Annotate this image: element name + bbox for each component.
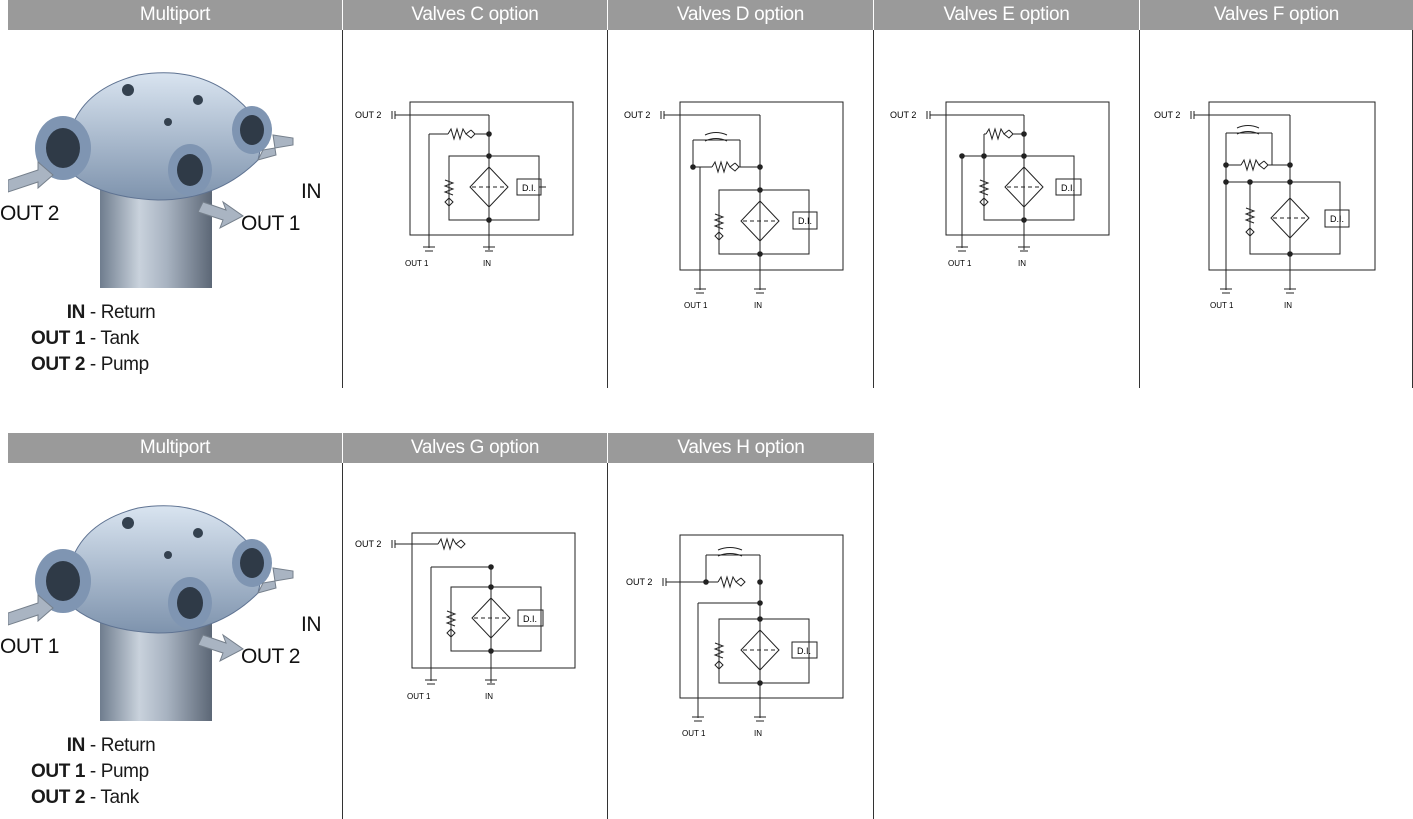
port-label-in: IN [301,613,322,636]
legend-text: - Return [89,302,156,323]
legend-row: OUT 2 - Pump [8,352,155,378]
port-legend: IN - Return OUT 1 - Tank OUT 2 - Pump [8,300,156,378]
legend-row: IN - Return [8,733,156,759]
legend-text: - Tank [89,328,139,349]
label-out2: OUT 2 [1154,110,1180,120]
legend-row: OUT 1 - Pump [8,759,155,785]
header-valves-c: Valves C option [343,0,608,30]
label-in: IN [1284,301,1292,310]
header-valves-d: Valves D option [608,0,874,30]
label-out2: OUT 2 [890,110,916,120]
label-out1: OUT 1 [682,729,706,738]
multiport-filter-image [8,72,294,288]
legend-row: IN - Return [8,300,156,326]
bottom-section: Multiport Valves G option Valves H optio… [0,433,874,819]
label-di: D.I. [522,183,536,193]
label-in: IN [754,301,762,310]
header-valves-e: Valves E option [874,0,1140,30]
label-out2: OUT 2 [624,110,650,120]
multiport-column: IN OUT 2 OUT 1 IN - Return OUT 1 - Tank … [0,30,343,388]
valves-h-column: OUT 2 D.I. OUT 1 IN [608,463,874,819]
valves-f-column: OUT 2 D.I. OUT 1 IN [1140,30,1413,388]
label-in: IN [1018,259,1026,268]
valves-d-column: OUT 2 D.I. OUT 1 IN [608,30,874,388]
label-di: D.I. [797,646,811,656]
header-valves-f: Valves F option [1140,0,1413,30]
legend-row: OUT 1 - Tank [8,326,155,352]
label-in: IN [754,729,762,738]
valves-g-schematic: OUT 2 D.I. OUT 1 IN [355,532,576,701]
legend-text: - Tank [89,787,139,808]
legend-code: OUT 2 [31,787,85,808]
legend-code: OUT 2 [31,354,85,375]
valves-e-column: OUT 2 D.I. OUT 1 IN [874,30,1140,388]
legend-code: OUT 1 [31,328,85,349]
legend-code: IN [66,735,86,756]
label-out1: OUT 1 [948,259,972,268]
valves-c-column: OUT 2 D.I. OUT 1 IN [343,30,608,388]
legend-text: - Pump [89,761,149,782]
valves-f-schematic: OUT 2 D.I. OUT 1 IN [1154,101,1376,310]
valves-d-schematic: OUT 2 D.I. OUT 1 IN [624,101,844,310]
legend-text: - Pump [89,354,149,375]
top-section: Multiport Valves C option Valves D optio… [0,0,1413,388]
header-multiport: Multiport [8,433,343,463]
port-label-in: IN [301,180,322,203]
label-out2: OUT 2 [626,577,652,587]
legend-row: OUT 2 - Tank [8,785,155,811]
port-label-right: OUT 1 [241,212,300,235]
header-multiport: Multiport [8,0,343,30]
label-di: D.I. [798,216,812,226]
port-label-right: OUT 2 [241,645,300,668]
port-label-left: OUT 1 [0,635,59,658]
label-out2: OUT 2 [355,539,381,549]
legend-code: OUT 1 [31,761,85,782]
legend-text: - Return [89,735,156,756]
label-out2: OUT 2 [355,110,381,120]
label-out1: OUT 1 [1210,301,1234,310]
port-label-left: OUT 2 [0,202,59,225]
label-di: D.I. [1061,183,1075,193]
valves-e-schematic: OUT 2 D.I. OUT 1 IN [890,101,1110,268]
label-in: IN [483,259,491,268]
port-legend: IN - Return OUT 1 - Pump OUT 2 - Tank [8,733,156,811]
legend-code: IN [66,302,86,323]
valves-c-schematic: OUT 2 D.I. OUT 1 IN [355,101,574,268]
valves-g-column: OUT 2 D.I. OUT 1 IN [343,463,608,819]
label-out1: OUT 1 [407,692,431,701]
label-in: IN [485,692,493,701]
label-out1: OUT 1 [405,259,429,268]
label-di: D.I. [523,614,537,624]
multiport-filter-image [8,505,294,721]
label-di: D.I. [1330,214,1344,224]
valves-h-schematic: OUT 2 D.I. OUT 1 IN [626,534,844,738]
header-valves-g: Valves G option [343,433,608,463]
label-out1: OUT 1 [684,301,708,310]
header-valves-h: Valves H option [608,433,874,463]
multiport-column: IN OUT 1 OUT 2 IN - Return OUT 1 - Pump … [0,463,343,819]
